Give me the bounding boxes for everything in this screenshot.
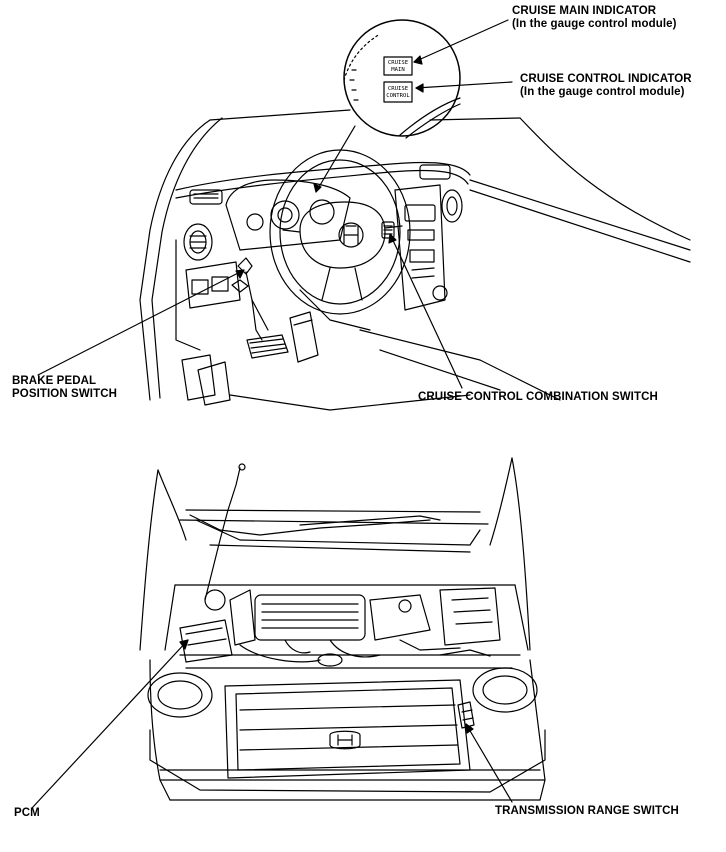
cruise-control-box-line2: CONTROL	[386, 93, 410, 99]
cruise-main-box-line2: MAIN	[391, 67, 404, 73]
engine-bay-illustration	[31, 457, 546, 809]
brake-pedal-line1: BRAKE PEDAL	[12, 375, 97, 387]
cruise-control-box-line1: CRUISE	[388, 86, 409, 92]
transmission-range-switch-label: TRANSMISSION RANGE SWITCH	[495, 805, 679, 817]
indicator-boxes: CRUISE MAIN CRUISE CONTROL	[386, 60, 410, 99]
dashboard-illustration	[139, 19, 691, 411]
cruise-control-indicator-line2: (In the gauge control module)	[520, 86, 685, 98]
pcm-label: PCM	[14, 807, 40, 819]
cruise-control-indicator-line1: CRUISE CONTROL INDICATOR	[520, 73, 692, 85]
brake-pedal-position-switch-label: BRAKE PEDAL POSITION SWITCH	[12, 375, 117, 401]
cruise-main-indicator-line2: (In the gauge control module)	[512, 18, 677, 30]
cruise-control-combination-switch-label: CRUISE CONTROL COMBINATION SWITCH	[418, 391, 658, 403]
brake-pedal-line2: POSITION SWITCH	[12, 388, 117, 400]
cruise-control-indicator-label: CRUISE CONTROL INDICATOR (In the gauge c…	[520, 73, 692, 99]
leader-lines-upper	[37, 19, 513, 389]
cruise-main-indicator-line1: CRUISE MAIN INDICATOR	[512, 5, 657, 17]
cruise-main-indicator-label: CRUISE MAIN INDICATOR (In the gauge cont…	[512, 5, 677, 31]
leader-lines-lower	[31, 639, 513, 809]
cruise-main-box-line1: CRUISE	[388, 60, 409, 66]
